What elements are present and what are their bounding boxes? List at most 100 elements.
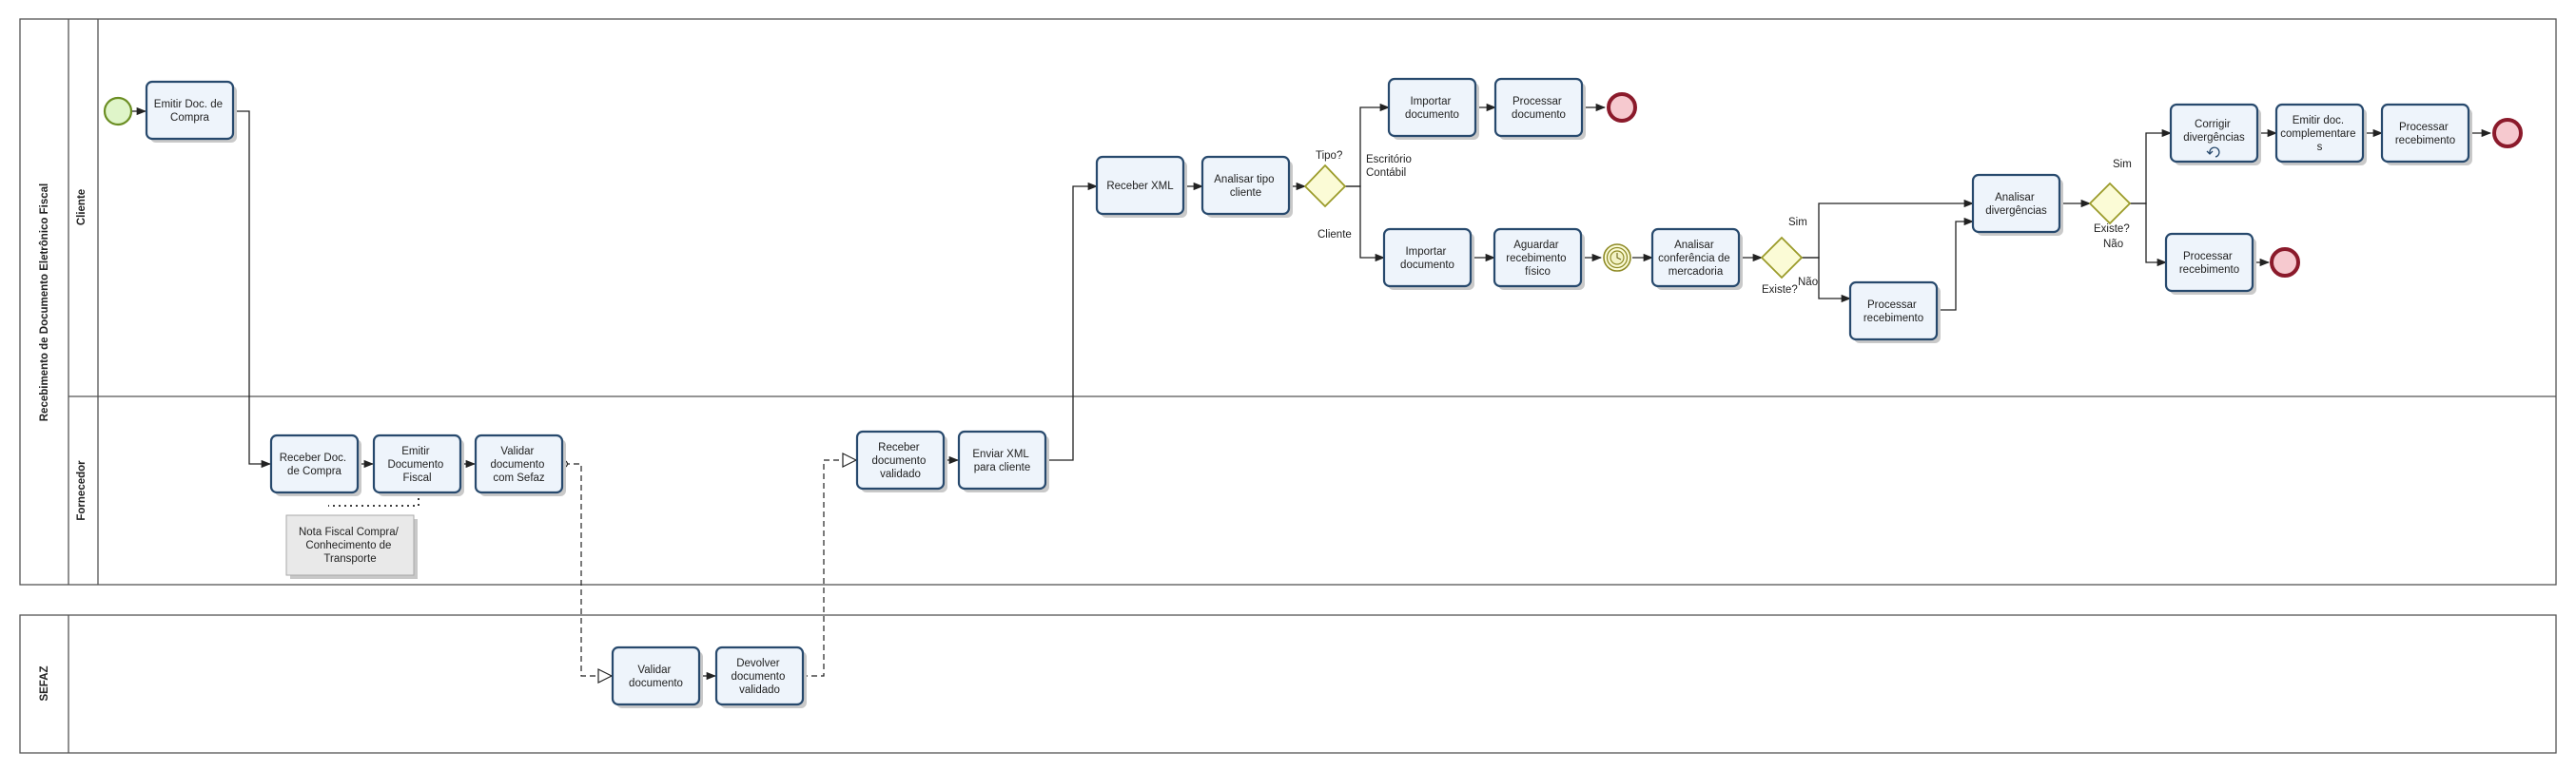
message-flows: [564, 460, 856, 676]
svg-text:Receber documento: Receber documento validado: [871, 442, 928, 480]
task-label: Importar: [1410, 96, 1451, 107]
task-receber-xml[interactable]: Receber XML: [1095, 155, 1187, 218]
gateway-existe-2[interactable]: [2088, 182, 2132, 225]
svg-text:Importar documento: Importar documento: [1405, 96, 1459, 121]
svg-text:Processar recebimento: Processar recebimento: [2395, 122, 2455, 146]
task-receber-doc-compra[interactable]: Receber Doc. de Compra: [269, 434, 361, 496]
label-nao-1: Não: [1798, 277, 1818, 288]
svg-text:Analisar conferência de: Analisar conferência de mercadoria: [1658, 240, 1733, 278]
label-existe-2: Existe?: [2094, 223, 2130, 235]
svg-text:Emitir doc. complementar: Emitir doc. complementare s: [2280, 115, 2358, 153]
task-label: complementare: [2280, 128, 2355, 140]
task-label: Processar: [2399, 122, 2449, 133]
msg-devolver-to-receber: [802, 460, 856, 676]
label-cliente: Cliente: [1317, 229, 1352, 241]
task-processar-recebimento-sem-divergencia[interactable]: Processar recebimento: [2164, 232, 2256, 295]
svg-text:Enviar XML para cliente: Enviar XML para cliente: [972, 449, 1031, 473]
task-processar-recebimento-final[interactable]: Processar recebimento: [2380, 103, 2472, 165]
task-label: Receber: [878, 442, 920, 453]
svg-text:Validar documento: Validar documento: [629, 665, 683, 689]
svg-text:Devolver documento: Devolver documento validado: [731, 658, 788, 696]
task-receber-documento-validado[interactable]: Receber documento validado: [855, 430, 947, 492]
flow-existe-nao: [1802, 257, 1852, 303]
task-label: s: [2317, 142, 2323, 153]
svg-text:Receber Doc. de Compra: Receber Doc. de Compra: [280, 453, 350, 477]
task-label: recebimento: [2179, 264, 2239, 276]
task-importar-documento-cliente[interactable]: Importar documento: [1382, 227, 1474, 290]
label-tipo: Tipo?: [1316, 150, 1342, 162]
end-event-final[interactable]: [2492, 118, 2523, 148]
svg-text:Emitir Documento F: Emitir Documento Fiscal: [387, 446, 446, 484]
task-label: mercadoria: [1669, 266, 1724, 278]
task-label: Emitir Doc. de: [154, 99, 223, 110]
label-sim-2: Sim: [2113, 159, 2132, 170]
note-label: Conhecimento de: [305, 540, 391, 551]
task-label: Analisar tipo: [1214, 174, 1274, 185]
task-label: recebimento: [1864, 313, 1923, 324]
task-label: Aguardar: [1513, 240, 1558, 251]
task-label: Documento: [387, 459, 443, 471]
task-aguardar-recebimento-fisico[interactable]: Aguardar recebimento físico: [1493, 227, 1585, 290]
task-label: documento: [1400, 260, 1454, 271]
task-validar-documento[interactable]: Validar documento: [611, 646, 703, 708]
end-event-processar-recebimento[interactable]: [2270, 247, 2300, 278]
lane-title-cliente: Cliente: [76, 189, 88, 225]
pool-title-main: Recebimento de Documento Eletrônico Fisc…: [39, 183, 50, 422]
task-analisar-conferencia-mercadoria[interactable]: Analisar conferência de mercadoria: [1650, 227, 1743, 290]
task-processar-documento[interactable]: Processar documento: [1493, 77, 1586, 140]
task-label: Validar: [500, 446, 534, 457]
svg-text:Processar recebimento: Processar recebimento: [1864, 299, 1923, 324]
task-label: Devolver: [736, 658, 780, 669]
label-existe-1: Existe?: [1762, 284, 1798, 296]
task-devolver-documento-validado[interactable]: Devolver documento validado: [714, 646, 807, 708]
svg-text:Nota Fiscal Compra/ Conh: Nota Fiscal Compra/ Conhecimento de Tran…: [299, 527, 401, 565]
task-label: Processar: [1512, 96, 1562, 107]
task-enviar-xml-cliente[interactable]: Enviar XML para cliente: [957, 430, 1049, 492]
task-analisar-divergencias[interactable]: Analisar divergências: [1971, 173, 2063, 236]
note-nota-fiscal[interactable]: Nota Fiscal Compra/ Conhecimento de Tran…: [285, 514, 418, 579]
task-label: divergências: [1985, 205, 2047, 217]
task-label: Enviar XML: [972, 449, 1029, 460]
svg-text:Importar documento: Importar documento: [1400, 246, 1454, 271]
label-nao-2: Não: [2103, 239, 2123, 250]
task-label: documento: [1512, 109, 1566, 121]
label-escritorio-contabil: Escritório Contábil: [1366, 154, 1415, 179]
flow-processar-to-analisar-div: [1937, 217, 1975, 311]
task-label: Validar: [637, 665, 671, 676]
timer-intermediate-event[interactable]: [1603, 243, 1631, 272]
task-label: físico: [1525, 266, 1551, 278]
task-emitir-doc-complementares[interactable]: Emitir doc. complementare s: [2274, 103, 2367, 165]
flow-tipo-cliente: [1345, 185, 1386, 262]
task-emitir-doc-compra[interactable]: Emitir Doc. de Compra: [145, 80, 237, 143]
task-analisar-tipo-cliente[interactable]: Analisar tipo cliente: [1200, 155, 1293, 218]
gateway-existe-1[interactable]: [1760, 236, 1804, 279]
gateway-tipo[interactable]: [1303, 164, 1347, 208]
task-label: Emitir doc.: [2293, 115, 2344, 126]
task-label: Emitir: [401, 446, 430, 457]
svg-text:Corrigir divergências: Corrigir divergências: [2183, 119, 2245, 144]
svg-text:Analisar tipo cliente: Analisar tipo cliente: [1214, 174, 1278, 199]
end-event-processar-documento[interactable]: [1607, 92, 1637, 123]
task-label: divergências: [2183, 132, 2245, 144]
task-importar-documento-escritorio[interactable]: Importar documento: [1387, 77, 1479, 140]
task-processar-recebimento-nao[interactable]: Processar recebimento: [1848, 280, 1941, 343]
svg-text:Analisar divergências: Analisar divergências: [1985, 192, 2047, 217]
task-validar-documento-sefaz[interactable]: Validar documento com Sefaz: [474, 434, 566, 496]
svg-text:Emitir Doc. de Compra: Emitir Doc. de Compra: [154, 99, 225, 124]
task-label: validado: [880, 469, 921, 480]
task-label: Corrigir: [2195, 119, 2231, 130]
lane-title-fornecedor: Fornecedor: [76, 460, 88, 521]
task-label: documento: [629, 678, 683, 689]
start-event[interactable]: [103, 96, 133, 126]
note-label: Nota Fiscal Compra/: [299, 527, 400, 538]
svg-text:Validar documento: Validar documento com Sefaz: [490, 446, 547, 484]
task-label: Processar: [2183, 251, 2233, 262]
task-label: recebimento: [1506, 253, 1566, 264]
task-corrigir-divergencias[interactable]: Corrigir divergências: [2169, 103, 2261, 165]
task-label: validado: [739, 684, 780, 696]
task-emitir-documento-fiscal[interactable]: Emitir Documento Fiscal: [372, 434, 464, 496]
task-label: Fiscal: [402, 472, 431, 484]
task-label: de Compra: [287, 466, 342, 477]
flow-existe2-nao: [2130, 202, 2168, 267]
